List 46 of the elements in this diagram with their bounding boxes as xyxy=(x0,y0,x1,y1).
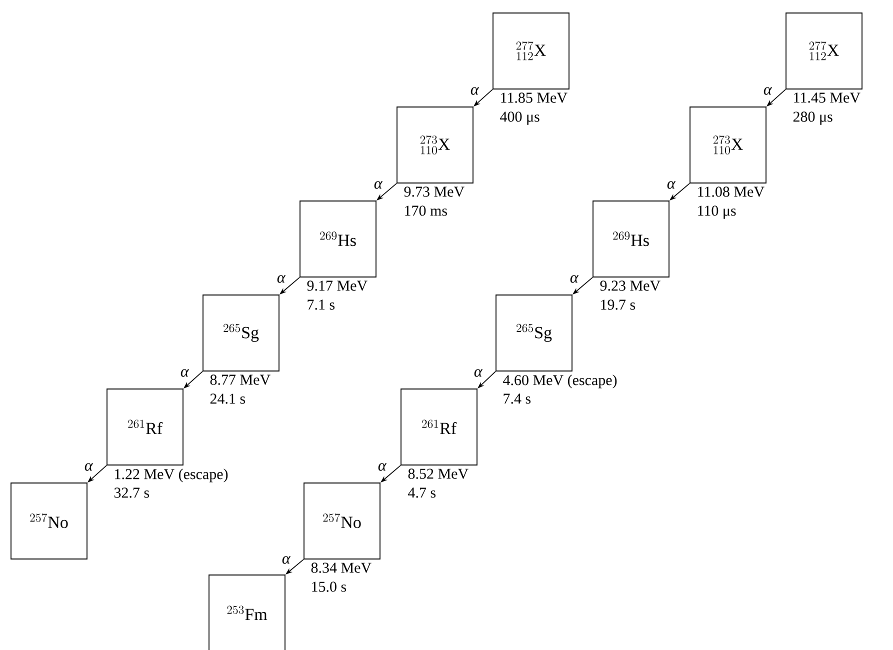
edge-label: α xyxy=(84,463,94,471)
decay-energy: 11.08 MeV xyxy=(698,186,764,197)
decay-energy: 11.85 MeV xyxy=(501,92,568,103)
nuclide-box: $^{269}\mathrm{Hs}$ xyxy=(592,200,670,278)
decay-energy: 9.23 MeV xyxy=(600,280,660,291)
edge-label: α xyxy=(277,275,286,283)
decay-energy: 4.60 MeV (escape) xyxy=(503,374,617,388)
nuclide-box: $^{261}\mathrm{Rf}$ xyxy=(106,388,184,466)
decay-energy: 9.73 MeV xyxy=(404,186,464,197)
half-life: 7.1 s xyxy=(308,300,335,310)
edge-label: α xyxy=(378,463,387,471)
nuclide-box: $^{257}\mathrm{No}$ xyxy=(304,482,380,560)
nuclide-box: $^{257}\mathrm{No}$ xyxy=(10,482,88,560)
edge-label: α xyxy=(470,87,480,95)
decay-energy: 11.45 MeV xyxy=(794,92,860,103)
half-life: 4.7 s xyxy=(408,488,436,498)
half-life: 400 μs xyxy=(500,112,540,125)
decay-energy: 8.77 MeV xyxy=(210,374,270,385)
nuclide-box: $^{277}_{112}\mathrm{X}$ xyxy=(786,12,862,90)
nuclide-box: $^{265}\mathrm{Sg}$ xyxy=(202,294,280,372)
nuclide-box: $^{265}\mathrm{Sg}$ xyxy=(496,294,572,372)
edge-label: α xyxy=(764,87,772,95)
decay-energy: 9.17 MeV xyxy=(307,280,368,291)
edge-label: α xyxy=(667,181,676,189)
nuclide-box: $^{253}\mathrm{Fm}$ xyxy=(208,574,286,650)
half-life: 15.0 s xyxy=(312,582,346,592)
half-life: 32.7 s xyxy=(114,488,150,498)
edge-label: α xyxy=(374,181,383,189)
nuclide-box: $^{277}_{112}\mathrm{X}$ xyxy=(492,12,570,90)
edge-label: α xyxy=(180,369,190,377)
decay-energy: 8.52 MeV xyxy=(408,468,468,479)
nuclide-box: $^{273}_{110}\mathrm{X}$ xyxy=(690,106,766,184)
nuclide-box: $^{269}\mathrm{Hs}$ xyxy=(300,200,376,278)
half-life: 170 ms xyxy=(405,206,447,216)
half-life: 110 μs xyxy=(698,206,736,219)
half-life: 7.4 s xyxy=(504,394,531,404)
nuclide-box: $^{261}\mathrm{Rf}$ xyxy=(400,388,478,466)
nuclide-box: $^{273}_{110}\mathrm{X}$ xyxy=(396,106,474,184)
half-life: 19.7 s xyxy=(601,300,636,310)
decay-energy: 8.34 MeV xyxy=(311,562,372,573)
edge-label: α xyxy=(282,556,291,564)
edge-label: α xyxy=(474,369,483,377)
decay-energy: 1.22 MeV (escape) xyxy=(115,468,228,482)
edge-label: α xyxy=(570,275,579,283)
half-life: 24.1 s xyxy=(210,394,246,404)
half-life: 280 μs xyxy=(793,112,832,125)
